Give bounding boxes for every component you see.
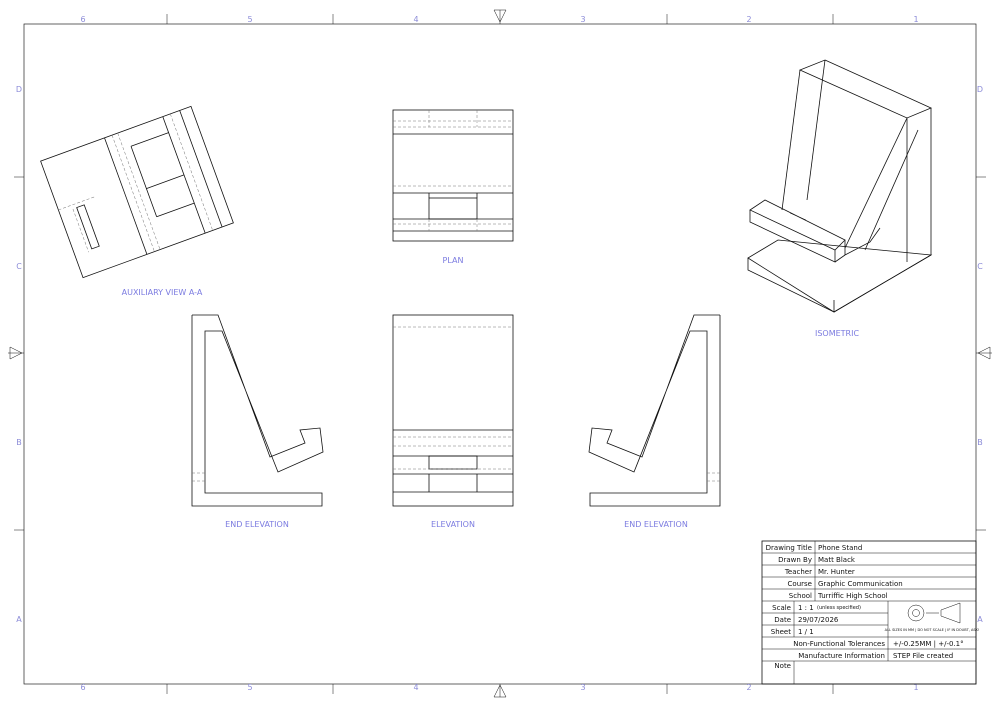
end-elevation-right xyxy=(588,314,721,507)
view-label-end-elevation-left: END ELEVATION xyxy=(225,520,289,529)
tb-projection-note: ALL SIZES IN MM | DO NOT SCALE | IF IN D… xyxy=(885,628,980,632)
isometric-view: ISOMETRIC xyxy=(747,59,933,338)
tb-note-label: Note xyxy=(774,662,791,670)
zone-row-right: C xyxy=(977,262,983,271)
view-label-end-elevation-right: END ELEVATION xyxy=(624,520,688,529)
tb-tolerances: +/-0.25MM | +/-0.1° xyxy=(893,640,964,648)
tb-drawing-title: Phone Stand xyxy=(818,544,862,552)
zone-row-left: D xyxy=(16,85,22,94)
zone-col-top: 3 xyxy=(580,15,585,24)
tb-manufacture: STEP File created xyxy=(893,652,953,660)
drawing-frame xyxy=(8,9,992,698)
view-label-plan: PLAN xyxy=(443,256,464,265)
elevation-view: ELEVATION xyxy=(392,314,514,529)
auxiliary-view: AUXILIARY VIEW A-A xyxy=(40,105,234,297)
third-angle-projection-icon xyxy=(907,602,961,624)
title-block: Drawing Title Phone Stand Drawn By Matt … xyxy=(761,540,980,685)
tb-tolerances-label: Non-Functional Tolerances xyxy=(793,640,885,648)
zone-col-bottom: 4 xyxy=(413,683,418,692)
tb-drawn-by-label: Drawn By xyxy=(778,556,812,564)
tb-course: Graphic Communication xyxy=(818,580,903,588)
zone-row-right: D xyxy=(977,85,983,94)
tb-sheet: 1 / 1 xyxy=(798,628,814,636)
end-elevation-left: END ELEVATION xyxy=(191,314,324,529)
tb-school: Turriffic High School xyxy=(817,592,888,600)
tb-drawn-by: Matt Black xyxy=(818,556,856,564)
zone-labels: 6 5 4 3 2 1 6 5 4 3 2 1 D C B A D C B A xyxy=(16,15,983,692)
zone-col-bottom: 1 xyxy=(913,683,918,692)
tb-course-label: Course xyxy=(788,580,812,588)
tb-teacher: Mr. Hunter xyxy=(818,568,855,576)
zone-col-top: 6 xyxy=(80,15,85,24)
zone-row-left: B xyxy=(16,438,22,447)
zone-col-top: 1 xyxy=(913,15,918,24)
tb-scale: 1 : 1 xyxy=(798,604,814,612)
tb-scale-label: Scale xyxy=(772,604,791,612)
tb-manufacture-label: Manufacture Information xyxy=(798,652,885,660)
tb-scale-note: (unless specified) xyxy=(817,605,861,611)
centring-marks xyxy=(8,9,992,698)
tb-date: 29/07/2026 xyxy=(798,616,839,624)
zone-row-right: B xyxy=(977,438,983,447)
zone-col-bottom: 2 xyxy=(746,683,751,692)
tb-date-label: Date xyxy=(774,616,791,624)
zone-col-top: 4 xyxy=(413,15,418,24)
tb-school-label: School xyxy=(789,592,812,600)
plan-view: PLAN xyxy=(392,109,514,265)
zone-col-top: 5 xyxy=(247,15,252,24)
tb-sheet-label: Sheet xyxy=(771,628,791,636)
zone-row-right: A xyxy=(977,615,983,624)
tb-teacher-label: Teacher xyxy=(784,568,812,576)
zone-col-bottom: 6 xyxy=(80,683,85,692)
view-label-auxiliary: AUXILIARY VIEW A-A xyxy=(122,288,203,297)
view-label-elevation: ELEVATION xyxy=(431,520,475,529)
zone-col-bottom: 3 xyxy=(580,683,585,692)
zone-col-bottom: 5 xyxy=(247,683,252,692)
zone-row-left: C xyxy=(16,262,22,271)
view-label-isometric: ISOMETRIC xyxy=(815,329,859,338)
zone-col-top: 2 xyxy=(746,15,751,24)
tb-drawing-title-label: Drawing Title xyxy=(766,544,812,552)
zone-row-left: A xyxy=(16,615,22,624)
